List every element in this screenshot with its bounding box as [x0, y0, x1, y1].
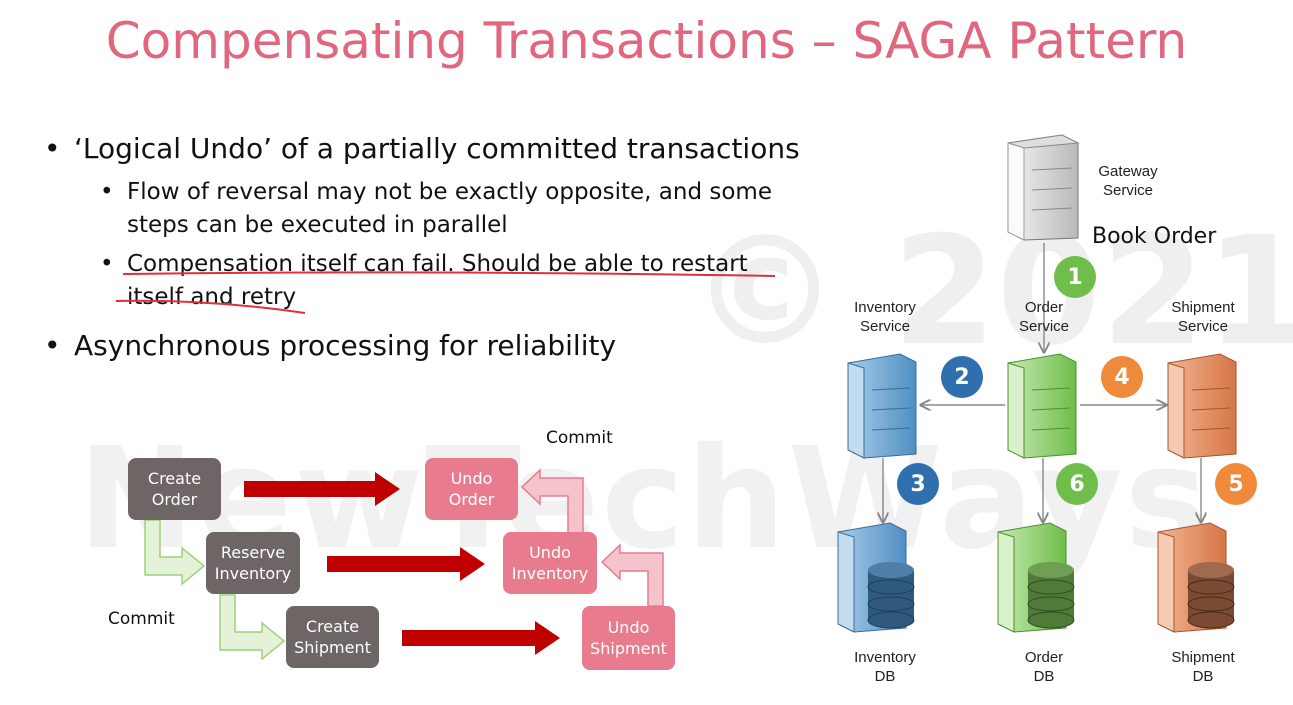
- create-shipment-line1: Create: [305, 617, 360, 636]
- step-6-badge: 6: [1056, 463, 1098, 505]
- undo-inventory-line2: Inventory: [511, 564, 589, 583]
- create-shipment-line2: Shipment: [294, 638, 371, 657]
- bullet-async-text: Asynchronous processing for reliability: [74, 329, 617, 362]
- create-order-line2: Order: [151, 490, 198, 509]
- bullet-flow-reversal-line1: Flow of reversal may not be exactly oppo…: [127, 179, 772, 205]
- reserve-inventory-line2: Inventory: [214, 564, 292, 583]
- inventory-service-line2: Service: [859, 318, 911, 335]
- step-3-badge: 3: [897, 463, 939, 505]
- order-service-line1: Order: [1024, 299, 1064, 316]
- commit-label-top: Commit: [546, 428, 613, 448]
- gateway-label-line1: Gateway: [1098, 163, 1158, 180]
- step-2-badge: 2: [941, 356, 983, 398]
- bullet-compensation-line2: itself and retry: [127, 284, 297, 310]
- shipment-server-icon: [1167, 353, 1237, 459]
- page-title: Compensating Transactions – SAGA Pattern: [105, 12, 1188, 70]
- shipment-service-line2: Service: [1177, 318, 1229, 335]
- shipment-service-line1: Shipment: [1171, 299, 1235, 316]
- shipment-db-line1: Shipment: [1171, 649, 1235, 666]
- book-order-label: Book Order: [1092, 224, 1217, 249]
- undo-order-line2: Order: [448, 490, 495, 509]
- undo-shipment-line2: Shipment: [590, 639, 667, 658]
- undo-inventory-line1: Undo: [529, 543, 571, 562]
- undo-order-line1: Undo: [450, 469, 493, 488]
- step-5-badge: 5: [1215, 463, 1257, 505]
- gateway-label-line2: Service: [1102, 182, 1154, 199]
- gateway-server-icon: [1007, 134, 1080, 241]
- watermark-year: © 2021: [690, 205, 1293, 379]
- order-db-line1: Order: [1024, 649, 1064, 666]
- inventory-service-line1: Inventory: [854, 299, 916, 316]
- inventory-server-icon: [847, 353, 917, 459]
- order-server-icon: [1007, 353, 1077, 459]
- inventory-db-line2: DB: [874, 668, 896, 685]
- order-service-line2: Service: [1018, 318, 1070, 335]
- create-order-line1: Create: [147, 469, 202, 488]
- undo-shipment-line1: Undo: [607, 618, 650, 637]
- reserve-inventory-line1: Reserve: [220, 543, 286, 562]
- shipment-db-line2: DB: [1192, 668, 1214, 685]
- bullet-logical-undo-text: ‘Logical Undo’ of a partially committed …: [74, 132, 800, 165]
- step-4-badge: 4: [1101, 356, 1143, 398]
- step-1-badge: 1: [1054, 256, 1096, 298]
- shipment-db-icon: [1157, 522, 1235, 633]
- inventory-db-icon: [837, 522, 915, 633]
- bullet-flow-reversal-line2: steps can be executed in parallel: [127, 212, 508, 238]
- inventory-db-line1: Inventory: [854, 649, 916, 666]
- commit-label-left: Commit: [108, 609, 175, 629]
- order-db-line2: DB: [1033, 668, 1055, 685]
- order-db-icon: [997, 522, 1075, 633]
